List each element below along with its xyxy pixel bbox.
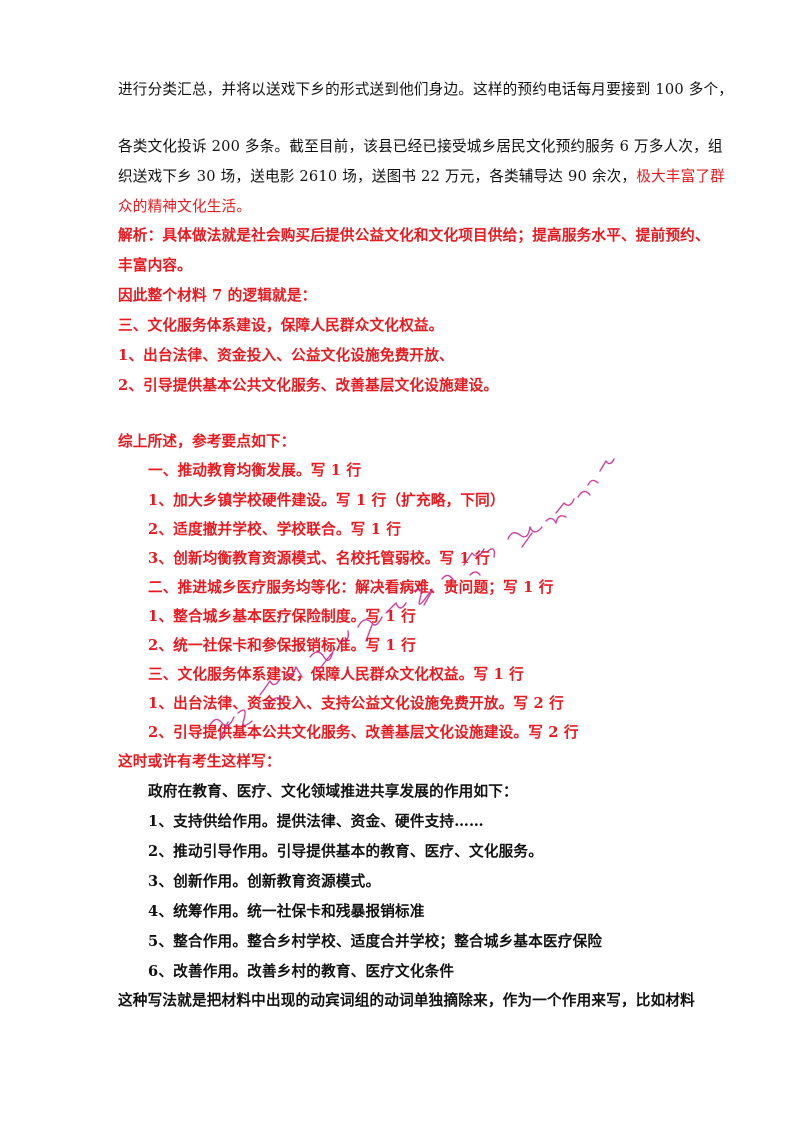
analysis-logic-heading: 因此整个材料 7 的逻辑就是： [118, 287, 317, 304]
alt-item: 6、改善作用。改善乡村的教育、医疗文化条件 [148, 963, 455, 980]
summary-item: 1、出台法律、资金投入、支持公益文化设施免费开放。写 2 行 [148, 695, 564, 712]
para1-line3-text: 织送戏下乡 30 场，送电影 2610 场，送图书 22 万元，各类辅导达 90… [118, 168, 637, 185]
summary-item: 1、加大乡镇学校硬件建设。写 1 行（扩充略，下同） [148, 492, 505, 509]
alt-item: 1、支持供给作用。提供法律、资金、硬件支持…… [148, 813, 484, 830]
summary-item: 二、推进城乡医疗服务均等化：解决看病难、贵问题；写 1 行 [148, 579, 554, 596]
analysis-line1: 解析：具体做法就是社会购买后提供公益文化和文化项目供给；提高服务水平、提前预约、 [118, 227, 710, 244]
alt-lead: 政府在教育、医疗、文化领域推进共享发展的作用如下： [148, 783, 518, 800]
summary-item: 1、整合城乡基本医疗保险制度。写 1 行 [148, 608, 416, 625]
analysis-point-3-2: 2、引导提供基本公共文化服务、改善基层文化设施建设。 [118, 377, 499, 394]
summary-title: 综上所述，参考要点如下： [118, 433, 296, 450]
summary-item: 三、文化服务体系建设，保障人民群众文化权益。写 1 行 [148, 666, 524, 683]
alt-item: 2、推动引导作用。引导提供基本的教育、医疗、文化服务。 [148, 843, 543, 860]
para1-line3-highlight: 极大丰富了群 [636, 168, 725, 185]
analysis-point-3: 三、文化服务体系建设，保障人民群众文化权益。 [118, 317, 444, 334]
para1-line3: 织送戏下乡 30 场，送电影 2610 场，送图书 22 万元，各类辅导达 90… [118, 167, 725, 187]
para1-line1: 进行分类汇总，并将以送戏下乡的形式送到他们身边。这样的预约电话每月要接到 100… [118, 81, 734, 98]
alt-item: 5、整合作用。整合乡村学校、适度合并学校；整合城乡基本医疗保险 [148, 933, 603, 950]
summary-item: 3、创新均衡教育资源模式、名校托管弱校。写 1 行 [148, 550, 490, 567]
summary-item: 2、统一社保卡和参保报销标准。写 1 行 [148, 637, 416, 654]
analysis-line2: 丰富内容。 [118, 257, 192, 274]
alt-intro: 这时或许有考生这样写： [118, 753, 281, 770]
summary-item: 2、适度撤并学校、学校联合。写 1 行 [148, 521, 402, 538]
para1-line4: 众的精神文化生活。 [118, 198, 252, 215]
summary-item: 2、引导提供基本公共文化服务、改善基层文化设施建设。写 2 行 [148, 724, 579, 741]
analysis-point-3-1: 1、出台法律、资金投入、公益文化设施免费开放、 [118, 347, 454, 364]
summary-item: 一、推动教育均衡发展。写 1 行 [148, 462, 362, 479]
alt-closing: 这种写法就是把材料中出现的动宾词组的动词单独摘除来，作为一个作用来写，比如材料 [118, 992, 695, 1009]
alt-item: 3、创新作用。创新教育资源模式。 [148, 873, 381, 890]
alt-item: 4、统筹作用。统一社保卡和残暴报销标准 [148, 903, 425, 920]
para1-line2: 各类文化投诉 200 多条。截至目前，该县已经已接受城乡居民文化预约服务 6 万… [118, 138, 723, 155]
